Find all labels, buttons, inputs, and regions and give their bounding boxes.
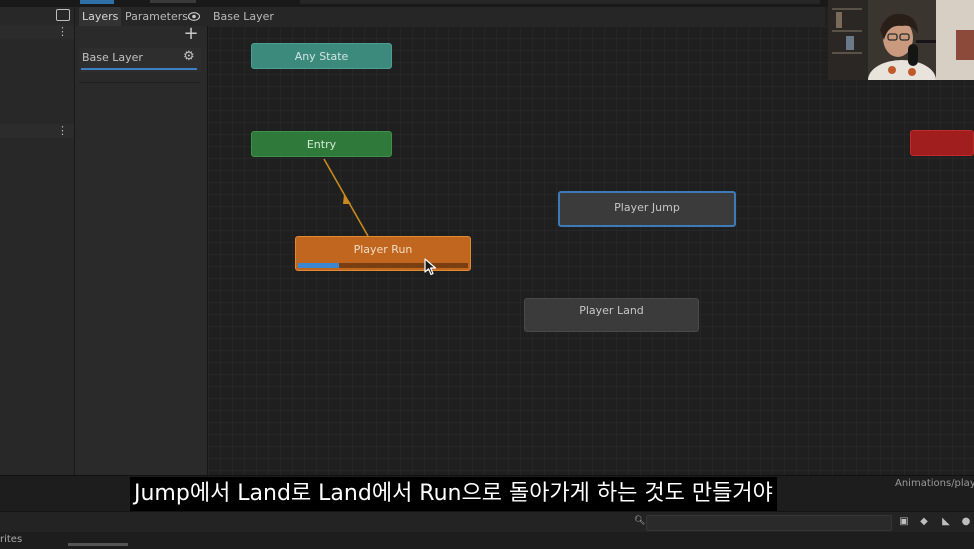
more-options-icon[interactable]: ⋮ [57, 25, 68, 38]
top-toolbar [0, 0, 974, 7]
info-icon[interactable]: ● [961, 516, 971, 527]
layer-item[interactable]: Base Layer ⚙ [79, 48, 201, 72]
state-progress-bar [298, 263, 468, 268]
plus-icon[interactable]: + [183, 23, 199, 44]
layers-panel: + Base Layer ⚙ [75, 23, 208, 475]
state-exit[interactable] [910, 130, 974, 156]
state-label: Player Run [353, 243, 413, 256]
toolbar-highlight [80, 0, 114, 4]
animator-graph[interactable]: Any State Entry Player Run Player Jump P… [208, 26, 974, 475]
layer-name: Base Layer [82, 51, 143, 64]
hierarchy-row[interactable]: ⋮ [0, 124, 74, 138]
state-player-run[interactable]: Player Run [295, 236, 471, 271]
asset-path-label: Animations/player_ [895, 478, 974, 489]
state-entry[interactable]: Entry [251, 131, 392, 157]
panel-options-icon[interactable] [56, 9, 70, 21]
hierarchy-row[interactable]: ⋮ [0, 25, 74, 39]
transition-arrow[interactable] [208, 26, 974, 475]
search-icon: 🔍︎ [634, 516, 646, 526]
project-tab-label[interactable]: rites [0, 534, 23, 545]
webcam-image [828, 0, 974, 80]
state-player-land[interactable]: Player Land [524, 298, 699, 332]
type-filter-icon[interactable]: ◆ [920, 516, 928, 527]
gear-icon[interactable]: ⚙ [183, 49, 195, 64]
eye-icon[interactable] [188, 12, 200, 21]
state-player-jump[interactable]: Player Jump [558, 191, 736, 227]
label-icon[interactable]: ◣ [942, 516, 950, 527]
video-subtitle: Jump에서 Land로 Land에서 Run으로 돌아가게 하는 것도 만들거… [130, 477, 777, 511]
toolbar-segment [300, 0, 820, 4]
more-options-icon[interactable]: ⋮ [57, 124, 68, 137]
tab-parameters[interactable]: Parameters [125, 10, 188, 23]
search-input[interactable] [646, 515, 892, 531]
filter-icon[interactable]: ▣ [899, 516, 909, 527]
toolbar-segment [150, 0, 196, 3]
breadcrumb[interactable]: Base Layer [213, 10, 274, 23]
webcam-overlay [828, 0, 974, 80]
layer-weight-bar [81, 68, 197, 70]
project-toolbar: 🔍︎ ▣ ◆ ◣ ● [0, 511, 974, 532]
hierarchy-pane: ⋮ ⋮ [0, 7, 75, 475]
state-any-state[interactable]: Any State [251, 43, 392, 69]
tab-layers[interactable]: Layers [79, 7, 122, 26]
project-item [68, 543, 128, 546]
state-progress-fill [298, 263, 339, 268]
divider [79, 82, 201, 83]
mouse-pointer-icon [424, 258, 437, 276]
